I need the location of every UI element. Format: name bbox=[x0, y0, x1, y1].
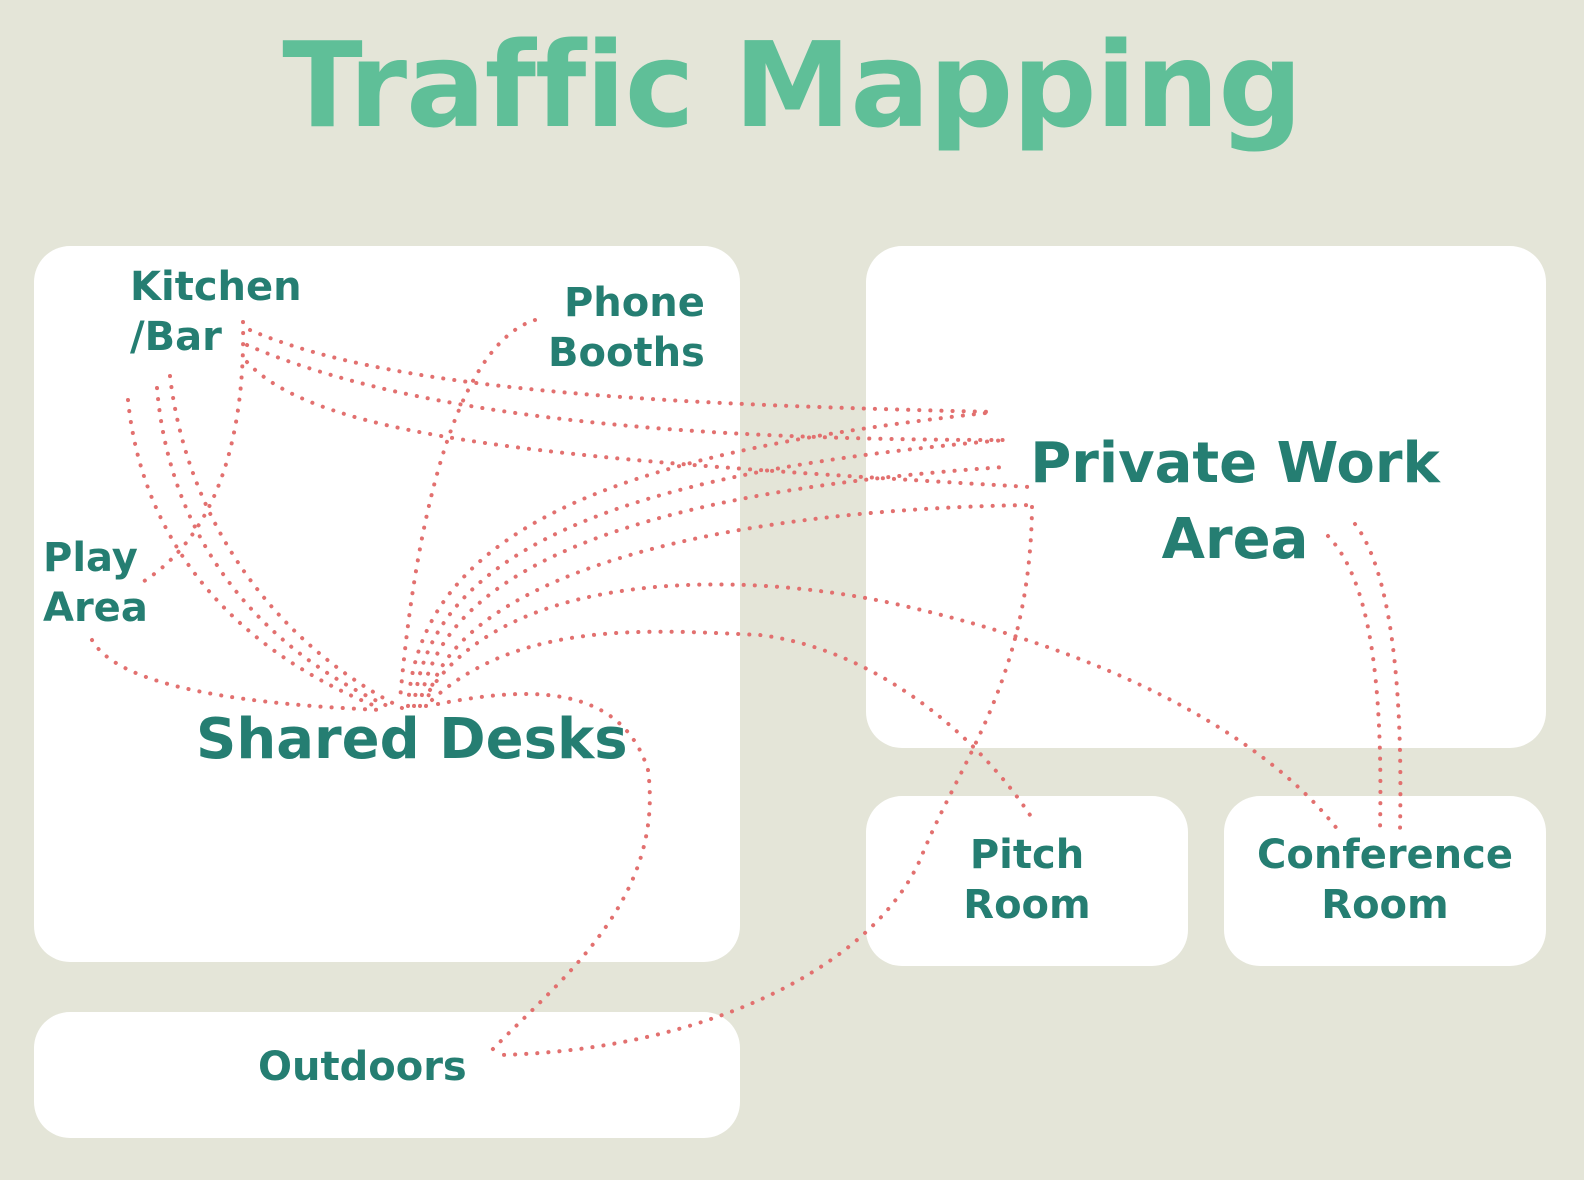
path-play-shared bbox=[90, 638, 384, 712]
path-kitchen-shared-1 bbox=[126, 398, 382, 710]
path-kitchen-shared-3 bbox=[168, 374, 404, 710]
pitch-room-panel bbox=[866, 796, 1188, 966]
kitchen-bar-label: Kitchen /Bar bbox=[130, 264, 302, 360]
outdoors-label: Outdoors bbox=[258, 1044, 467, 1090]
outdoors-panel bbox=[34, 1012, 740, 1138]
path-shared-pitch bbox=[430, 629, 1032, 817]
page-title: Traffic Mapping bbox=[282, 16, 1302, 154]
path-private-outdoors bbox=[498, 505, 1034, 1057]
path-shared-outdoors bbox=[436, 692, 652, 1052]
path-kitchen-shared-2 bbox=[155, 386, 394, 710]
path-shared-private-3 bbox=[418, 465, 1007, 708]
path-kitchen-private-1 bbox=[248, 328, 997, 414]
path-phone-shared bbox=[398, 318, 537, 702]
path-shared-conference bbox=[428, 582, 1340, 832]
conference-room-panel bbox=[1224, 796, 1546, 966]
path-shared-private-1 bbox=[406, 410, 997, 708]
path-private-conference-1 bbox=[1326, 534, 1383, 832]
path-group bbox=[90, 318, 1403, 1057]
path-shared-private-2 bbox=[412, 438, 1007, 708]
pitch-room-label: Pitch Room bbox=[963, 832, 1091, 928]
play-area-label: Play Area bbox=[43, 535, 148, 631]
path-shared-private-4 bbox=[424, 503, 1032, 708]
private-work-area-label: Private Work Area bbox=[1030, 431, 1440, 572]
shared-desks-label: Shared Desks bbox=[196, 707, 628, 772]
path-private-conference-2 bbox=[1353, 522, 1403, 832]
phone-booths-label: Phone Booths bbox=[548, 280, 705, 376]
private-work-panel bbox=[866, 246, 1546, 748]
path-kitchen-private-3 bbox=[245, 360, 1032, 489]
conference-room-label: Conference Room bbox=[1256, 832, 1513, 928]
main-floor-panel bbox=[34, 246, 740, 962]
